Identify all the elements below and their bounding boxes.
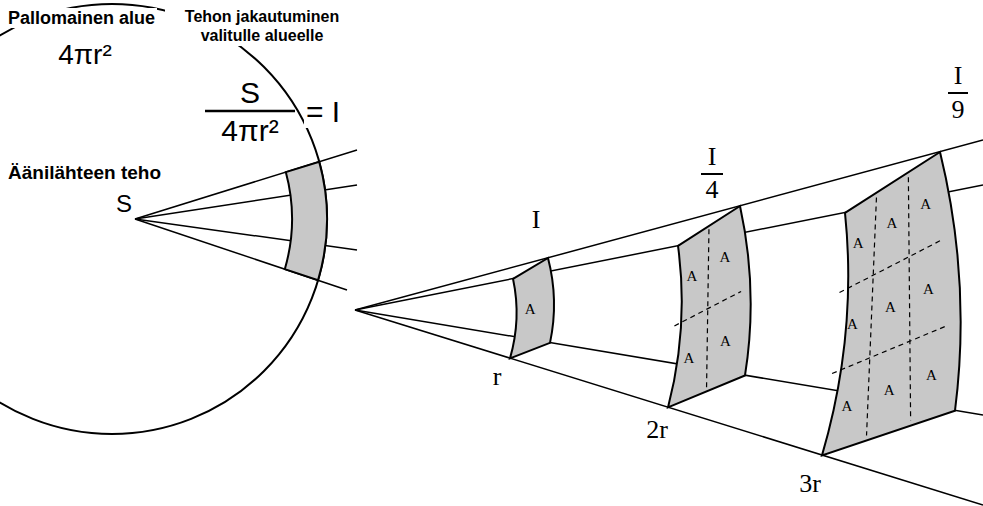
fraction-denominator: 4: [706, 177, 719, 203]
distance-label: 3r: [799, 471, 821, 497]
fraction-bar: [205, 110, 295, 113]
fraction-denominator: 4πr²: [221, 116, 278, 146]
area-unit: A: [847, 317, 858, 332]
area-unit: A: [687, 269, 698, 284]
fraction-bar: [948, 92, 968, 94]
distance-label: 2r: [646, 417, 668, 443]
patch-shape: [664, 202, 757, 411]
area-unit: A: [525, 302, 536, 317]
grid-line: [908, 177, 910, 420]
sphere-patch: [285, 162, 327, 281]
region-title: Pallomainen alue: [6, 8, 157, 28]
area-unit: A: [719, 250, 730, 265]
wavefront-patch: A A A A: [664, 202, 757, 411]
source-title: Äänilähteen teho: [6, 162, 163, 183]
area-unit: A: [926, 368, 937, 383]
wavefront-patch: A: [506, 254, 559, 362]
area-unit: A: [886, 216, 897, 231]
fraction-numerator: I: [708, 144, 717, 170]
area-formula: 4πr²: [58, 41, 112, 69]
area-unit: A: [884, 383, 895, 398]
grid-line: [674, 291, 741, 326]
distribution-title: Tehon jakautuminen valitulle alueelle: [165, 6, 359, 46]
equation-result: = I: [304, 96, 342, 128]
patch-outline: [510, 258, 554, 358]
area-unit: A: [683, 351, 694, 366]
area-unit: A: [920, 197, 931, 212]
patch-outline: [668, 206, 751, 407]
source-symbol: S: [116, 192, 132, 216]
fraction-numerator: I: [954, 63, 963, 89]
patch-outline: [822, 152, 961, 455]
area-unit: A: [885, 300, 896, 315]
area-unit: A: [842, 399, 853, 414]
sphere-outline: [0, 4, 327, 434]
grid-line: [867, 197, 877, 435]
area-unit: A: [853, 236, 864, 251]
intensity-label: I: [532, 207, 541, 233]
fraction-denominator: 9: [952, 97, 965, 123]
fraction-numerator: S: [240, 78, 260, 108]
wavefront-patch: A A A A A A A A A: [818, 148, 971, 459]
distance-label: r: [493, 364, 502, 390]
fraction-bar: [701, 173, 723, 175]
area-unit: A: [720, 334, 731, 349]
area-unit: A: [923, 282, 934, 297]
